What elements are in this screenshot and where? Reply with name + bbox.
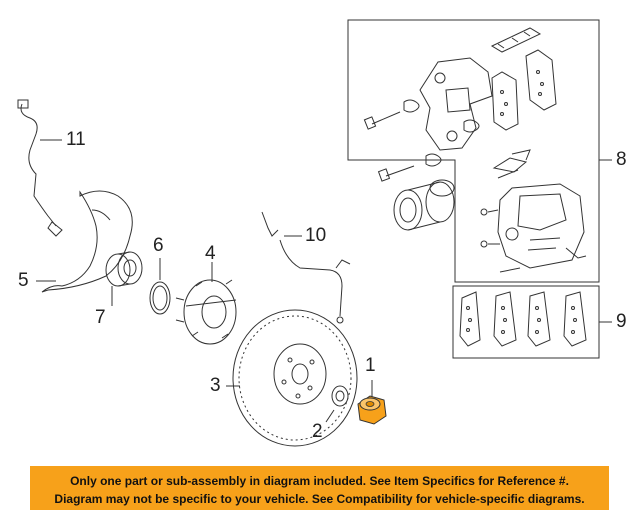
guide-pin-upper	[364, 100, 419, 129]
callout-9: 9	[616, 311, 627, 332]
notice-line-2: Diagram may not be specific to your vehi…	[54, 492, 585, 506]
abs-wheel-sensor	[18, 100, 62, 236]
caliper-bracket	[420, 58, 492, 150]
callout-5: 5	[18, 270, 29, 291]
wheel-bearing	[106, 252, 142, 286]
brake-hose	[262, 212, 350, 323]
dust-shield	[42, 191, 132, 292]
brake-pads-outline	[453, 286, 599, 358]
hub-nut-highlighted	[358, 396, 386, 424]
callout-11: 11	[66, 129, 86, 150]
pad-set	[460, 292, 586, 346]
callout-4: 4	[205, 243, 216, 264]
snap-ring	[150, 282, 170, 314]
callout-2: 2	[312, 421, 323, 442]
wear-sensor	[566, 248, 586, 258]
callout-7: 7	[95, 307, 106, 328]
wheel-hub	[176, 280, 236, 344]
notice-line-1: Only one part or sub-assembly in diagram…	[70, 474, 569, 488]
compatibility-notice: Only one part or sub-assembly in diagram…	[30, 466, 609, 510]
caliper-assembly-outline	[348, 20, 599, 282]
caliper-body	[481, 184, 584, 272]
callout-6: 6	[153, 235, 164, 256]
slide-clip	[492, 28, 540, 52]
brake-rotor	[233, 310, 357, 446]
inner-pads	[492, 50, 556, 130]
callout-10: 10	[305, 225, 327, 246]
washer	[332, 386, 348, 406]
callout-1: 1	[365, 355, 376, 376]
callout-8: 8	[616, 149, 627, 170]
callout-3: 3	[210, 375, 221, 396]
anti-rattle-clips	[494, 150, 530, 178]
guide-pin-lower	[379, 120, 479, 181]
parts-diagram	[0, 0, 640, 460]
caliper-piston	[394, 180, 454, 230]
